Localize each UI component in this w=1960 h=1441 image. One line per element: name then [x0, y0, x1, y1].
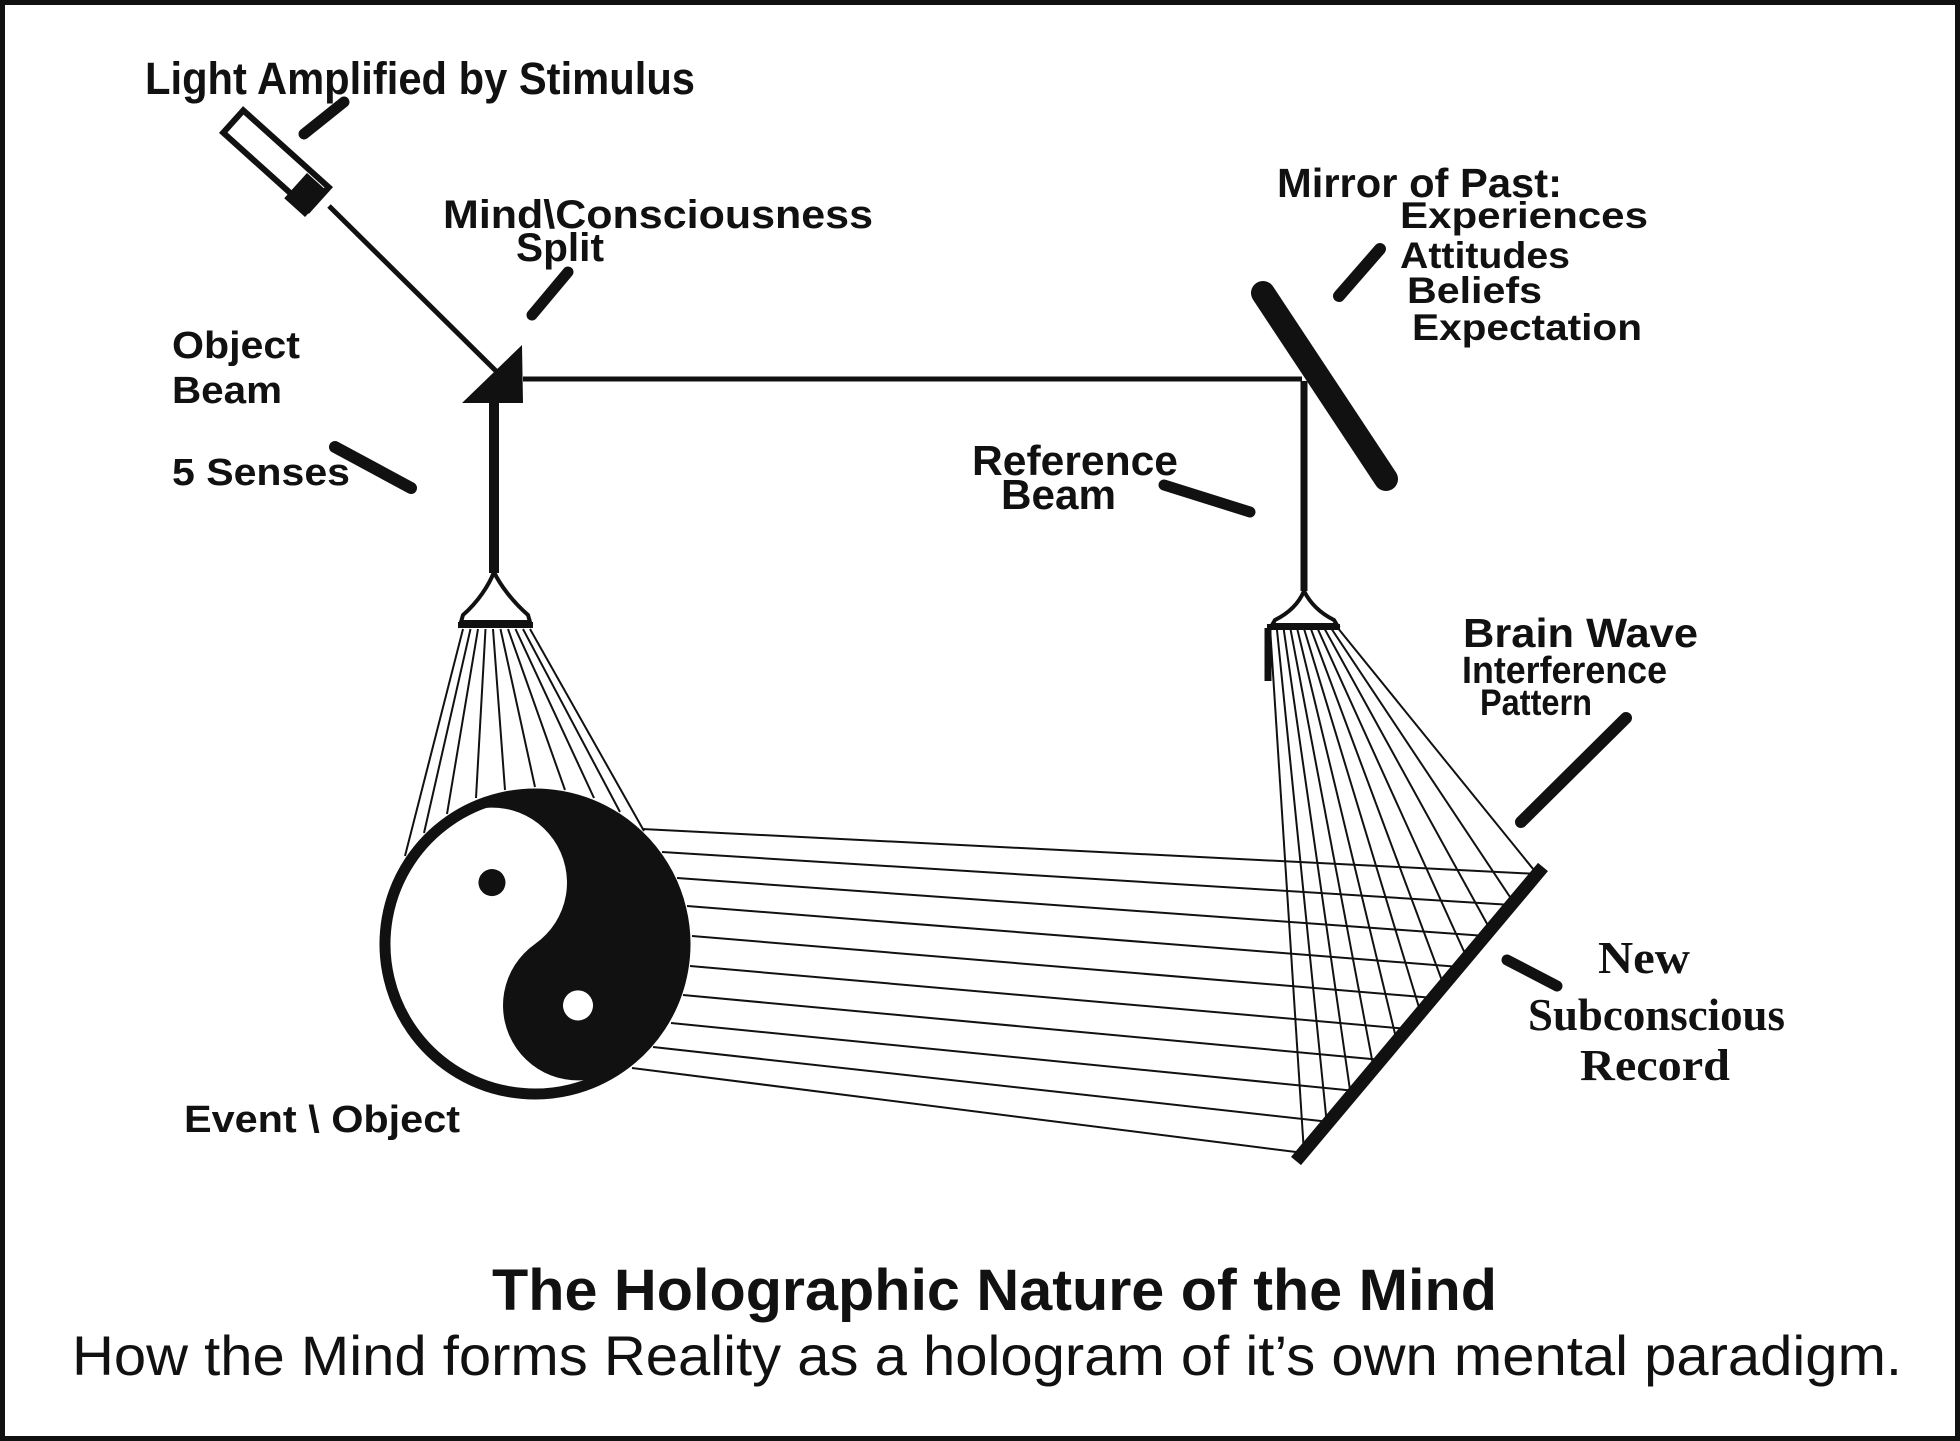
label-mirror-item-attitudes: Attitudes: [1400, 235, 1570, 276]
right-lens-cone: [1268, 586, 1341, 627]
object-ray-fan: [404, 628, 645, 857]
split-label-pointer: [526, 266, 574, 321]
reference-ray-fan: [1269, 626, 1539, 1154]
mirror-bar: [1251, 281, 1398, 491]
light-ray: [1322, 626, 1492, 932]
record-label-pointer: [1501, 954, 1563, 992]
light-ray: [641, 828, 1539, 875]
label-object-beam-line2: Beam: [172, 370, 282, 412]
label-record-line1: New: [1598, 932, 1690, 983]
light-ray: [404, 628, 464, 857]
light-ray: [1336, 626, 1539, 876]
caption-title: The Holographic Nature of the Mind: [492, 1258, 1497, 1323]
light-ray: [1269, 626, 1305, 1154]
label-interference-line2: Interference: [1462, 650, 1667, 692]
light-ray: [670, 1022, 1357, 1092]
label-reference-beam-line2: Beam: [1001, 471, 1116, 518]
label-mind-split-line2: Split: [516, 226, 604, 270]
light-ray: [652, 1046, 1331, 1123]
light-label-pointer: [298, 96, 350, 140]
light-ray: [1329, 626, 1515, 904]
label-record-line2: Subconscious: [1528, 990, 1785, 1040]
label-record-line3: Record: [1580, 1041, 1730, 1090]
right-lens: [1264, 586, 1341, 681]
label-five-senses: 5 Senses: [172, 452, 350, 494]
light-ray: [1275, 626, 1328, 1126]
laser-nozzle: [284, 172, 328, 218]
label-interference-line1: Brain Wave: [1463, 610, 1698, 656]
yin-yang-dark-half: [448, 794, 685, 1081]
interference-label-pointer: [1515, 712, 1632, 828]
light-ray: [631, 1067, 1305, 1154]
light-ray: [661, 851, 1513, 906]
yang-dot: [563, 990, 594, 1021]
light-ray: [691, 935, 1435, 999]
label-mirror-item-beliefs: Beliefs: [1407, 270, 1542, 311]
light-ray: [507, 628, 566, 791]
light-ray: [1295, 626, 1398, 1043]
light-ray: [522, 628, 621, 813]
stimulus-beam: [327, 204, 498, 373]
object-to-plate-rays: [631, 828, 1539, 1154]
record-plate: [1291, 862, 1548, 1166]
reference-label-pointer: [1158, 479, 1256, 518]
light-ray: [529, 628, 645, 832]
beam-splitter-prism: [462, 345, 523, 403]
light-ray: [1315, 626, 1468, 959]
left-lens: [458, 566, 533, 628]
label-mirror-title: Mirror of Past:: [1277, 160, 1562, 206]
label-mirror-item-experiences: Experiences: [1400, 195, 1648, 236]
yin-dot: [478, 869, 506, 897]
light-ray: [676, 877, 1487, 937]
light-ray: [1309, 626, 1445, 987]
light-ray: [1302, 626, 1422, 1015]
light-ray: [423, 628, 472, 834]
label-light-source: Light Amplified by Stimulus: [145, 53, 695, 104]
label-interference-line3: Pattern: [1480, 682, 1592, 723]
light-ray: [689, 965, 1409, 1030]
light-ray: [446, 628, 479, 815]
light-ray: [1282, 626, 1352, 1098]
light-ray: [492, 628, 506, 791]
left-lens-cone: [458, 566, 533, 624]
label-reference-beam-line1: Reference: [972, 437, 1178, 484]
light-ray: [682, 994, 1383, 1061]
label-mind-split-line1: Mind\Consciousness: [443, 193, 873, 237]
light-ray: [1289, 626, 1375, 1071]
light-ray: [499, 628, 536, 788]
label-event-object: Event \ Object: [184, 1099, 460, 1141]
caption-subtitle: How the Mind forms Reality as a hologram…: [72, 1324, 1902, 1387]
mirror-label-pointer: [1333, 243, 1386, 302]
event-object-symbol: [379, 788, 691, 1100]
label-object-beam-line1: Object: [172, 325, 300, 367]
label-mirror-item-expectation: Expectation: [1412, 307, 1642, 348]
laser-source: [218, 106, 498, 373]
senses-label-pointer: [329, 441, 417, 494]
light-ray: [475, 628, 487, 799]
light-ray: [514, 628, 595, 799]
